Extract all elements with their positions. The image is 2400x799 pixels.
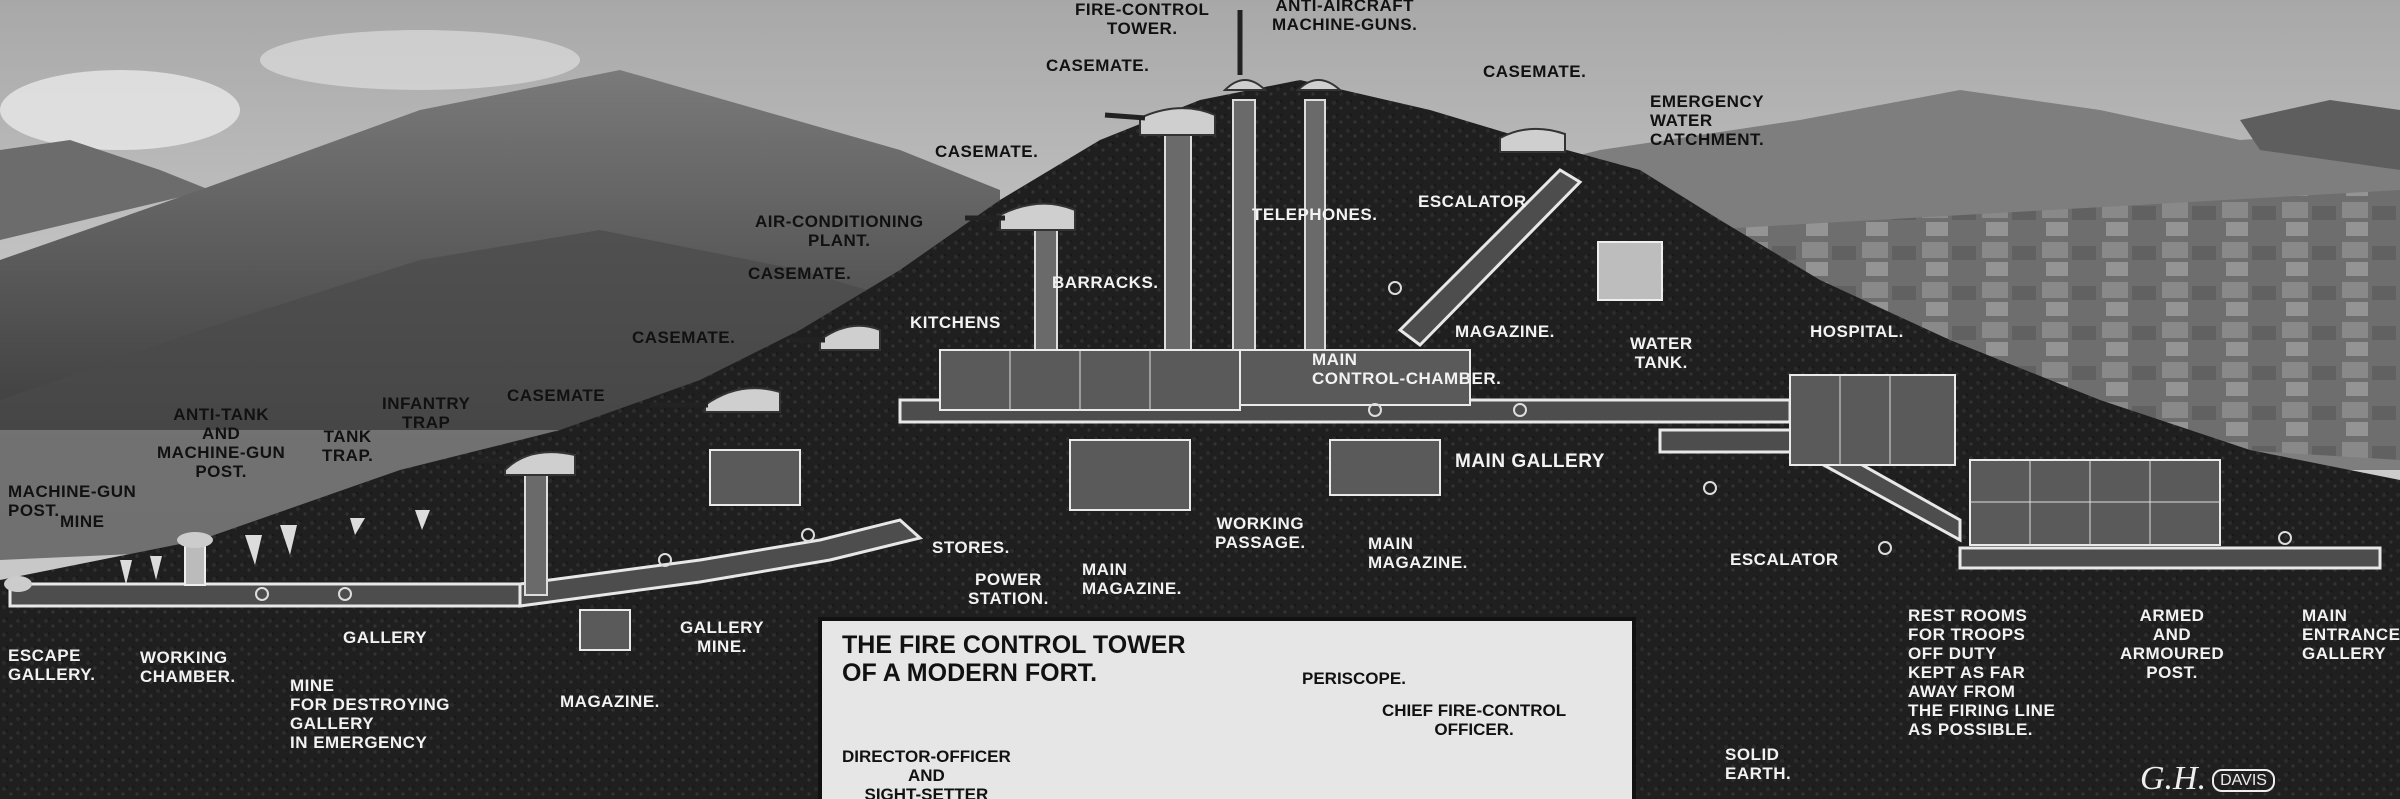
label-working-passage: WORKING PASSAGE.	[1215, 514, 1306, 552]
label-armed-armoured-post: ARMED AND ARMOURED POST.	[2120, 606, 2225, 682]
inset-label-director-officer: DIRECTOR-OFFICER AND SIGHT-SETTER	[842, 747, 1011, 799]
signature-name: DAVIS	[2212, 769, 2275, 793]
inset-fire-control-tower: THE FIRE CONTROL TOWER OF A MODERN FORT.…	[818, 617, 1636, 799]
label-casemate-left3: CASEMATE	[507, 386, 606, 405]
label-casemate-left2: CASEMATE.	[632, 328, 736, 347]
label-main-gallery: MAIN GALLERY	[1455, 451, 1605, 472]
label-escalator-top: ESCALATOR	[1418, 192, 1527, 211]
label-solid-earth: SOLID EARTH.	[1725, 745, 1792, 783]
label-tank-trap: TANK TRAP.	[322, 427, 374, 465]
label-mine-for-destroying-gallery: MINE FOR DESTROYING GALLERY IN EMERGENCY	[290, 676, 451, 752]
inset-label-periscope: PERISCOPE.	[1302, 669, 1406, 688]
label-working-chamber: WORKING CHAMBER.	[140, 648, 236, 686]
label-escape-gallery: ESCAPE GALLERY.	[8, 646, 96, 684]
label-machine-gun-post: MACHINE-GUN POST.	[8, 482, 137, 520]
label-water-tank: WATER TANK.	[1630, 334, 1693, 372]
label-anti-aircraft-machine-guns: ANTI-AIRCRAFT MACHINE-GUNS.	[1272, 0, 1418, 34]
label-hospital: HOSPITAL.	[1810, 322, 1904, 341]
label-main-entrance-gallery: MAIN ENTRANCE GALLERY	[2302, 606, 2400, 663]
label-magazine-top: MAGAZINE.	[1455, 322, 1555, 341]
label-infantry-trap: INFANTRY TRAP	[382, 394, 471, 432]
label-stores: STORES.	[932, 538, 1010, 557]
signature-initials: G.H.	[2140, 760, 2207, 797]
label-air-conditioning-plant: AIR-CONDITIONING PLANT.	[755, 212, 924, 250]
label-gallery-mine: GALLERY MINE.	[680, 618, 765, 656]
label-kitchens: KITCHENS	[910, 313, 1001, 332]
label-power-station: POWER STATION.	[968, 570, 1049, 608]
label-casemate-mid: CASEMATE.	[935, 142, 1039, 161]
inset-label-chief-officer: CHIEF FIRE-CONTROL OFFICER.	[1382, 701, 1567, 739]
label-gallery: GALLERY	[343, 628, 428, 647]
label-magazine-bottom: MAGAZINE.	[560, 692, 660, 711]
label-casemate-top-right: CASEMATE.	[1483, 62, 1587, 81]
label-telephones: TELEPHONES.	[1252, 205, 1378, 224]
label-barracks: BARRACKS.	[1052, 273, 1159, 292]
label-escalator-bottom: ESCALATOR	[1730, 550, 1839, 569]
label-main-magazine-1: MAIN MAGAZINE.	[1082, 560, 1182, 598]
label-casemate-top-left: CASEMATE.	[1046, 56, 1150, 75]
label-rest-rooms: REST ROOMS FOR TROOPS OFF DUTY KEPT AS F…	[1908, 606, 2056, 739]
label-main-magazine-2: MAIN MAGAZINE.	[1368, 534, 1468, 572]
inset-title: THE FIRE CONTROL TOWER OF A MODERN FORT.	[842, 631, 1186, 687]
label-anti-tank-machine-gun-post: ANTI-TANK AND MACHINE-GUN POST.	[157, 405, 286, 481]
artist-signature: G.H.DAVIS	[2140, 760, 2275, 798]
label-main-control-chamber: MAIN CONTROL-CHAMBER.	[1312, 350, 1502, 388]
label-casemate-left1: CASEMATE.	[748, 264, 852, 283]
label-fire-control-tower: FIRE-CONTROL TOWER.	[1075, 0, 1210, 38]
label-emergency-water-catchment: EMERGENCY WATER CATCHMENT.	[1650, 92, 1765, 149]
label-mine: MINE	[60, 512, 105, 531]
